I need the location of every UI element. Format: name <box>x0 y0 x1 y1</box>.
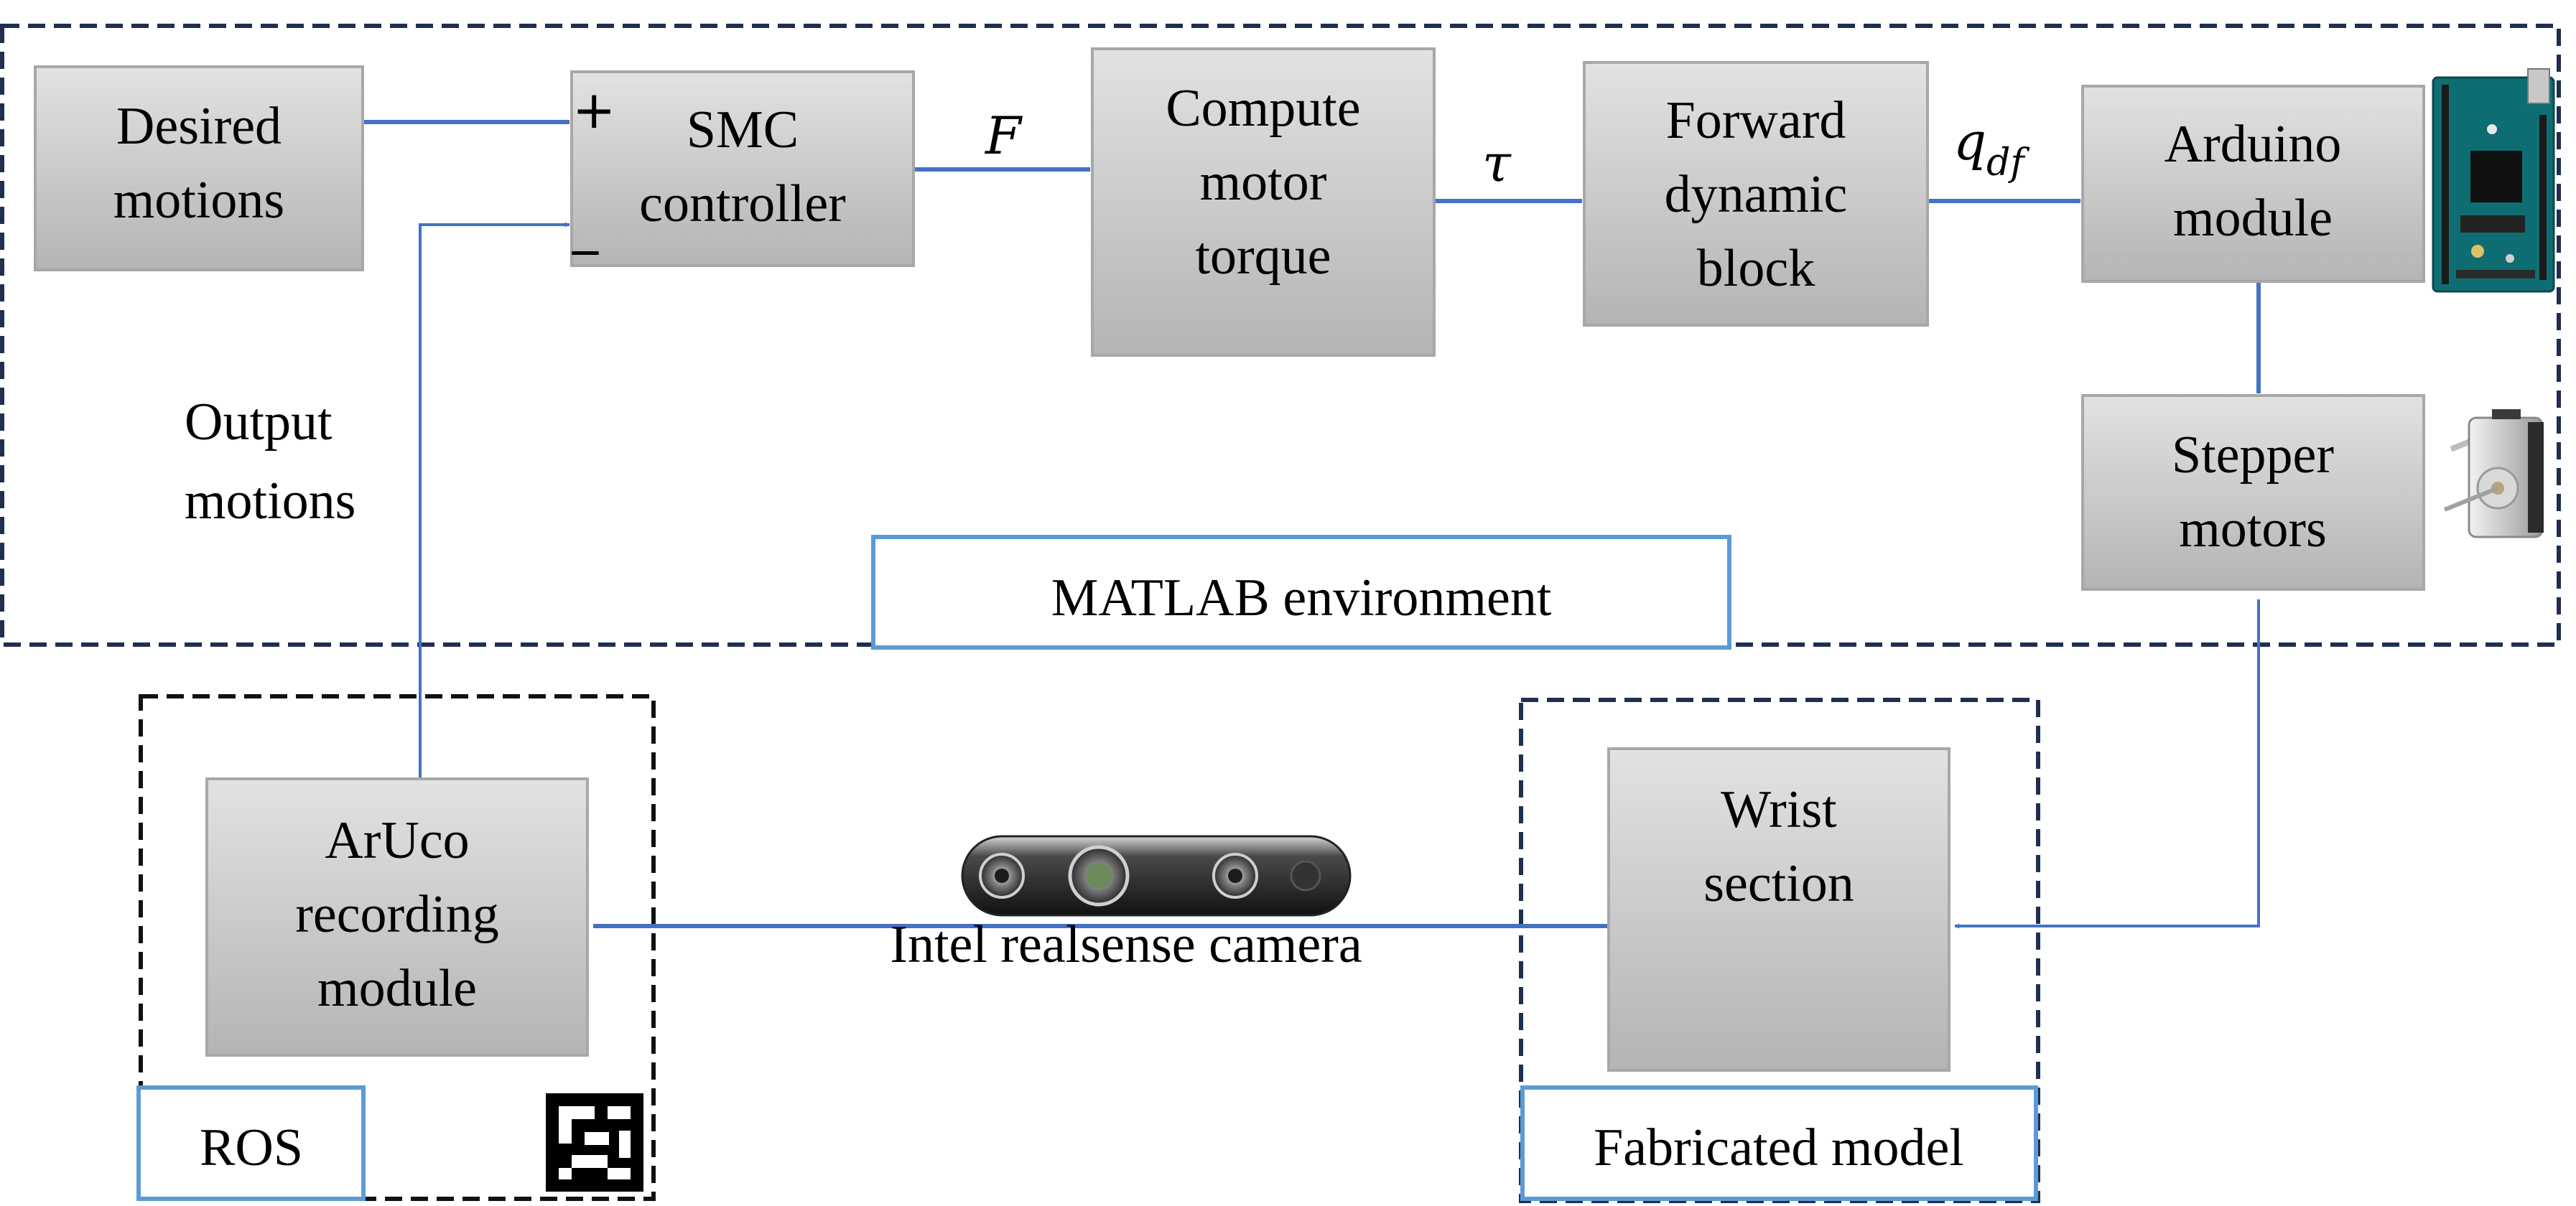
fabricated-label: Fabricated model <box>1594 1118 1964 1177</box>
signal-force: F <box>984 106 1023 166</box>
realsense-camera-icon <box>961 835 1352 917</box>
arduino-board-icon <box>2432 68 2555 293</box>
compute-line1: Compute <box>1166 79 1360 138</box>
matlab-label-box: MATLAB environment <box>871 535 1731 650</box>
fabricated-label-box: Fabricated model <box>1520 1085 2038 1201</box>
ros-region <box>139 694 656 1201</box>
stepper-line1: Stepper <box>2172 426 2334 485</box>
ros-label-box: ROS <box>136 1085 366 1201</box>
block-forward-dynamic: Forward dynamic block <box>1583 61 1929 327</box>
smc-line1: SMC <box>687 100 799 159</box>
matlab-label: MATLAB environment <box>1051 569 1552 627</box>
output-motions-line2: motions <box>185 472 355 530</box>
block-arduino-module: Arduino module <box>2081 85 2425 283</box>
plus-sign: + <box>572 80 615 140</box>
wrist-line1: Wrist <box>1721 780 1837 839</box>
compute-line3: torque <box>1195 227 1331 286</box>
stepper-line2: motors <box>2179 500 2327 558</box>
smc-line2: controller <box>639 174 846 233</box>
aruco-line2: recording <box>295 885 499 944</box>
arrow-feedback-to-smc <box>419 222 570 777</box>
ros-label: ROS <box>200 1118 303 1177</box>
block-smc-controller: SMC controller + _ <box>570 70 915 267</box>
block-compute-motor-torque: Compute motor torque <box>1091 47 1436 357</box>
aruco-line3: module <box>317 959 477 1018</box>
desired-motions-line1: Desired <box>116 97 282 156</box>
aruco-line1: ArUco <box>325 811 469 870</box>
arduino-line2: module <box>2173 189 2333 248</box>
block-aruco-recording-module: ArUco recording module <box>205 777 589 1057</box>
forward-line3: block <box>1697 239 1815 298</box>
forward-line1: Forward <box>1666 91 1846 150</box>
signal-torque: τ <box>1482 133 1512 193</box>
arrow-stepper-to-wrist <box>1954 599 2260 929</box>
desired-motions-line2: motions <box>113 171 284 230</box>
block-wrist-section: Wrist section <box>1607 747 1950 1072</box>
signal-desired-joint: qdf <box>1953 111 2029 184</box>
connectors <box>363 119 2261 929</box>
camera-label: Intel realsense camera <box>890 915 1362 974</box>
compute-line2: motor <box>1200 153 1327 212</box>
aruco-marker-icon <box>546 1093 643 1192</box>
output-motions-line1: Output <box>185 393 333 452</box>
stepper-motor-icon <box>2443 409 2544 538</box>
forward-line2: dynamic <box>1665 165 1848 224</box>
block-desired-motions: Desired motions <box>34 65 364 271</box>
minus-sign: _ <box>572 195 599 255</box>
arduino-line1: Arduino <box>2165 115 2342 174</box>
block-stepper-motors: Stepper motors <box>2081 394 2425 591</box>
wrist-line2: section <box>1703 854 1854 913</box>
